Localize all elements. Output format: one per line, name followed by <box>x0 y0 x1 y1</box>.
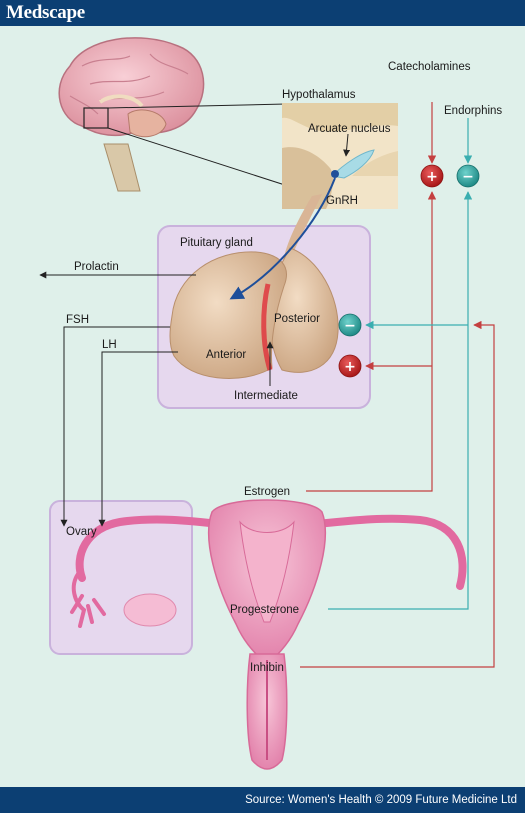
negative-sign-symbol: − <box>344 318 356 334</box>
footer-bar: Source: Women's Health © 2009 Future Med… <box>0 787 525 813</box>
label-ovary: Ovary <box>66 526 97 538</box>
pituitary-positive-sign: + <box>338 354 362 378</box>
label-gnrh: GnRH <box>326 195 358 207</box>
label-progesterone: Progesterone <box>230 604 299 616</box>
label-pituitary-gland: Pituitary gland <box>180 237 253 249</box>
endorphins-negative-sign: − <box>456 164 480 188</box>
source-credit: Source: Women's Health © 2009 Future Med… <box>245 794 517 806</box>
brain-illustration <box>58 37 205 192</box>
label-prolactin: Prolactin <box>74 261 119 273</box>
label-endorphins: Endorphins <box>444 105 502 117</box>
label-lh: LH <box>102 339 117 351</box>
hypothalamus-inset <box>107 103 398 209</box>
uterus-illustration <box>70 499 467 770</box>
ovary-shape <box>123 593 177 627</box>
diagram-canvas: + − − + Hypothalamus Arcuate nucleus GnR… <box>39 37 502 770</box>
label-posterior: Posterior <box>274 313 320 325</box>
inhibin-feedback-line <box>300 320 495 668</box>
fallopian-tube-right <box>292 514 467 590</box>
anterior-lobe <box>169 251 287 379</box>
estrogen-feedback-line <box>306 191 437 492</box>
fsh-arrow <box>60 326 170 527</box>
header-bar: Medscape <box>0 0 525 26</box>
arcuate-nucleus-shape <box>330 149 375 179</box>
progesterone-feedback-line <box>328 191 473 610</box>
label-fsh: FSH <box>66 314 89 326</box>
label-estrogen: Estrogen <box>244 486 290 498</box>
label-intermediate: Intermediate <box>234 390 298 402</box>
label-arcuate-nucleus: Arcuate nucleus <box>308 123 391 135</box>
hypothalamus-region-box <box>83 107 109 129</box>
negative-sign-symbol: − <box>462 169 474 185</box>
positive-sign-symbol: + <box>426 169 438 185</box>
catecholamines-positive-sign: + <box>420 164 444 188</box>
label-inhibin: Inhibin <box>250 662 284 674</box>
label-anterior: Anterior <box>206 349 246 361</box>
intermediate-lobe <box>261 283 273 371</box>
brand-logo: Medscape <box>6 2 85 23</box>
positive-sign-symbol: + <box>344 359 356 375</box>
lh-arrow <box>98 351 178 527</box>
label-hypothalamus: Hypothalamus <box>282 89 356 101</box>
pituitary-negative-sign: − <box>338 313 362 337</box>
label-catecholamines: Catecholamines <box>388 61 471 73</box>
fallopian-tube-left <box>75 515 242 582</box>
